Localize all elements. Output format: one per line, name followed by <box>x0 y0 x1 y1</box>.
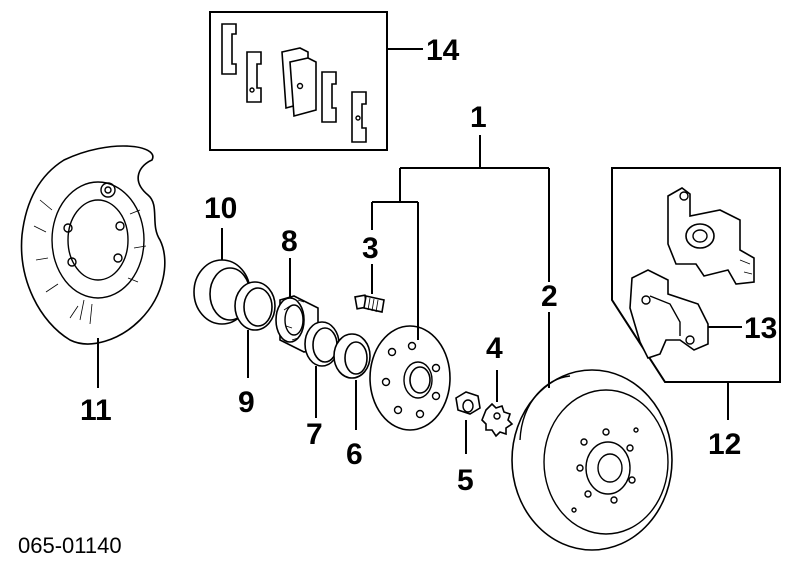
callout-6: 6 <box>346 438 363 471</box>
callout-11: 11 <box>80 394 112 427</box>
dust-deflector-part: 6 <box>333 333 371 471</box>
callout-5: 5 <box>457 464 474 497</box>
callout-8: 8 <box>281 225 298 258</box>
callout-10: 10 <box>204 192 237 225</box>
lock-nut-part: 5 <box>455 391 481 497</box>
callout-4: 4 <box>486 332 503 365</box>
callout-7: 7 <box>306 418 323 451</box>
axle-hub-part <box>369 325 451 431</box>
callout-14: 14 <box>426 34 460 67</box>
brake-pads <box>221 23 367 143</box>
callout-1-leaders: 1 <box>371 101 550 340</box>
diagram-reference-code: 065-01140 <box>18 533 122 558</box>
callout-12: 12 <box>708 428 741 461</box>
caliper-body <box>667 187 755 285</box>
caliper-frame <box>611 167 781 383</box>
callout-3: 3 <box>362 232 379 265</box>
hub-bolt-part: 3 <box>354 232 385 313</box>
snap-ring-part: 7 <box>304 321 340 451</box>
caliper-bracket <box>629 269 709 359</box>
nut-cap-part: 4 <box>481 332 514 438</box>
caliper-group: 13 12 <box>611 167 781 461</box>
snap-ring-part: 9 <box>234 281 276 419</box>
callout-1: 1 <box>470 101 487 134</box>
backing-plate-part: 11 <box>20 145 166 427</box>
callout-2: 2 <box>541 280 558 313</box>
brake-pad-kit-group: 14 <box>209 11 460 151</box>
brake-disc-part: 2 <box>511 280 673 551</box>
callout-9: 9 <box>238 386 255 419</box>
pad-kit-frame <box>209 11 388 151</box>
callout-13: 13 <box>744 312 777 345</box>
